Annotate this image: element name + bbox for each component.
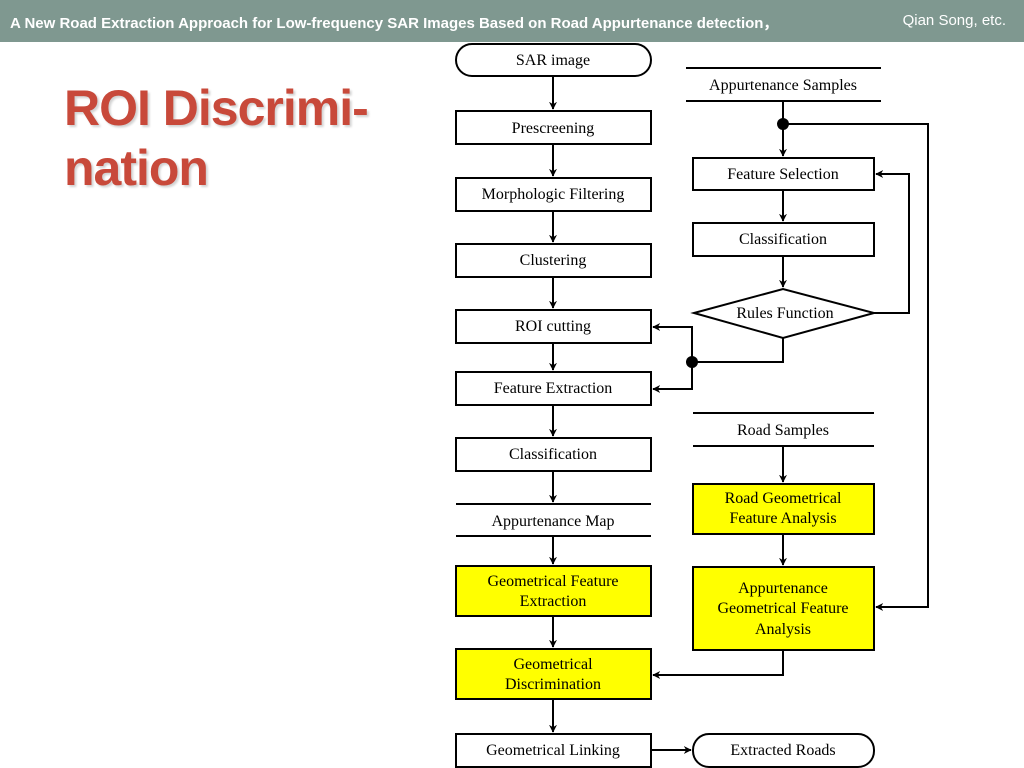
header-bar: A New Road Extraction Approach for Low-f… [0,0,1024,42]
node-classification-left [455,437,652,472]
label-geometrical-feature-extraction-2: Extraction [520,593,587,610]
label-appurtenance-geometrical-3: Analysis [755,621,811,638]
label-geometrical-feature-extraction-1: Geometrical Feature [487,573,618,590]
node-clustering [455,243,652,278]
node-classification-right [692,222,875,257]
label-appurtenance-geometrical-1: Appurtenance [738,580,828,597]
label-feature-selection: Feature Selection [727,166,839,183]
label-geometrical-discrimination-2: Discrimination [505,676,601,693]
node-feature-selection [692,157,875,191]
slide-title-line-2: nation [64,140,209,196]
node-geometrical-feature-extraction [455,565,652,617]
label-appurtenance-samples: Appurtenance Samples [709,77,857,94]
slide-title-line-1: ROI Discrimi- [64,80,369,136]
header-title: A New Road Extraction Approach for Low-f… [10,15,779,32]
node-morphologic-filtering [455,177,652,212]
edge-rules-featsel-loop [874,170,910,314]
node-extracted-roads [692,733,875,768]
label-sar-image: SAR image [516,52,590,69]
label-geometrical-discrimination-1: Geometrical [513,656,593,673]
node-feature-extraction [455,371,652,406]
label-prescreening: Prescreening [512,120,595,137]
label-classification-right: Classification [739,231,827,248]
label-appurtenance-map: Appurtenance Map [491,513,614,530]
node-road-geometrical-feature-analysis [692,483,875,535]
label-clustering: Clustering [520,252,587,269]
label-appurtenance-geometrical-2: Geometrical Feature [717,600,848,617]
label-rules-function: Rules Function [736,305,833,322]
header-author: Qian Song, etc. [902,12,1006,29]
label-morphologic-filtering: Morphologic Filtering [482,186,625,203]
junction-dot-top [777,118,789,130]
edge-appgeo-geodisc [652,650,784,679]
label-roi-cutting: ROI cutting [515,318,591,335]
node-roi-cutting [455,309,652,344]
label-extracted-roads: Extracted Roads [730,742,835,759]
label-geometrical-linking: Geometrical Linking [486,742,620,759]
node-prescreening [455,110,652,145]
label-road-geometrical-1: Road Geometrical [725,490,842,507]
junction-dot-middle [686,356,698,368]
label-feature-extraction: Feature Extraction [494,380,613,397]
slide-title: ROI Discrimi- nation [64,78,369,198]
edge-rules-featureextraction [652,362,693,393]
label-road-geometrical-2: Feature Analysis [729,510,836,527]
node-appurtenance-geometrical-feature-analysis [692,566,875,651]
label-road-samples: Road Samples [737,422,829,439]
edge-appsamples-appgeo-loop [783,123,929,611]
node-geometrical-discrimination [455,648,652,700]
label-classification-left: Classification [509,446,597,463]
